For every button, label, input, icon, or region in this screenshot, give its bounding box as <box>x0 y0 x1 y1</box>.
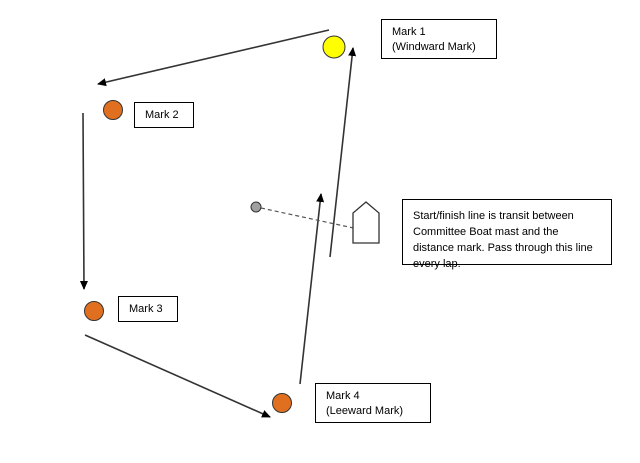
start-finish-note-text: Start/finish line is transit between Com… <box>413 210 593 270</box>
mark3-buoy <box>84 301 104 321</box>
mark3-label-box: Mark 3 <box>118 296 178 322</box>
leg-mark4-to-start-line <box>299 193 325 385</box>
mark3-title: Mark 3 <box>129 303 163 315</box>
mark1-label-box: Mark 1 (Windward Mark) <box>381 19 497 59</box>
windward-mark-buoy <box>322 35 346 59</box>
mark2-buoy <box>103 100 123 120</box>
leg-start-line-to-mark1 <box>329 47 357 258</box>
mark4-subtitle: (Leeward Mark) <box>326 405 404 417</box>
mark2-title: Mark 2 <box>145 109 179 121</box>
committee-boat <box>352 201 380 244</box>
mark4-label-box: Mark 4 (Leeward Mark) <box>315 383 431 423</box>
mark2-label-box: Mark 2 <box>134 102 194 128</box>
distance-mark <box>250 201 262 213</box>
mark4-title: Mark 4 <box>326 390 360 402</box>
mark1-title: Mark 1 <box>392 26 426 38</box>
leg-mark3-to-mark4 <box>84 334 271 418</box>
start-finish-note-box: Start/finish line is transit between Com… <box>402 199 612 270</box>
mark1-subtitle: (Windward Mark) <box>392 41 476 53</box>
leg-mark2-to-mark3 <box>79 112 88 290</box>
leg-mark1-to-mark2 <box>97 29 330 87</box>
leeward-mark-buoy <box>272 393 292 413</box>
